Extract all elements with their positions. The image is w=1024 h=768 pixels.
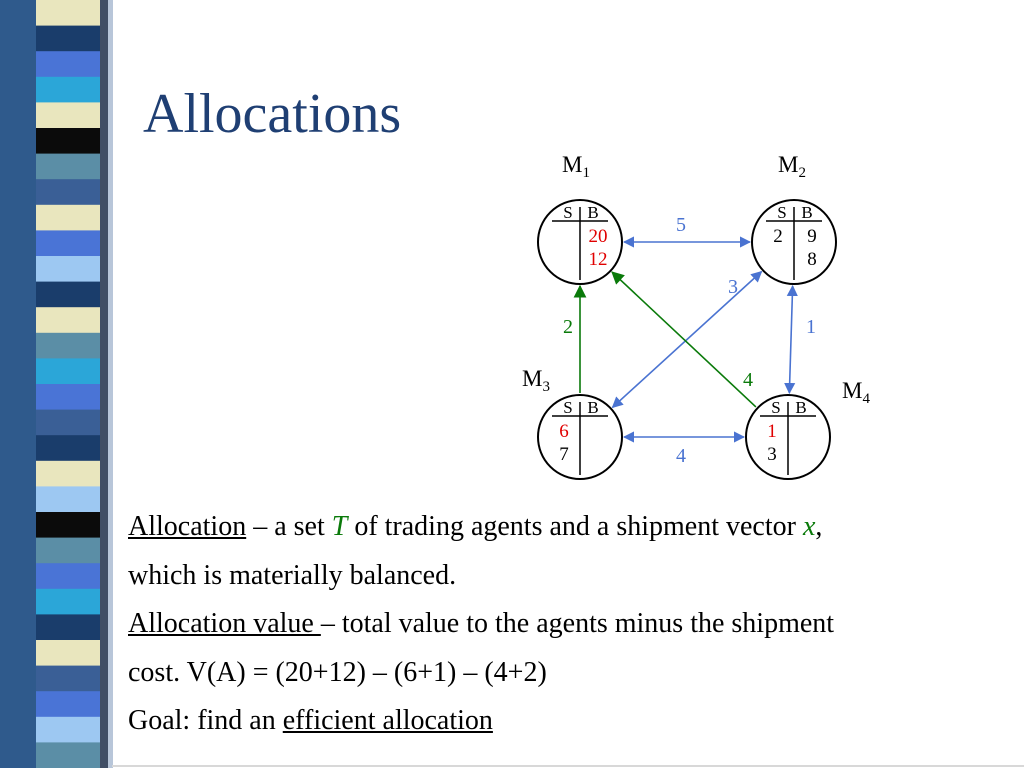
stripe-band [36,486,100,513]
node-label-m3: M3 [522,366,550,395]
seller-value: 6 [559,421,569,442]
allocation-value-formula: cost. V(A) = (20+12) – (6+1) – (4+2) [128,656,547,688]
seller-value: 7 [559,444,569,465]
buyer-column-header: B [587,398,598,417]
node-label-m2: M2 [778,152,806,181]
allocation-definition-line-1: Allocation – a set T of trading agents a… [128,511,823,542]
goal-line: Goal: find an efficient allocation [128,705,493,736]
stripe-band [36,179,100,206]
node-label-m1: M1 [562,152,590,181]
stripe-band [36,384,100,411]
stripe-band [36,0,100,27]
symbol-T: T [331,511,348,542]
stripe-band [36,102,100,129]
allocation-value-line-1: Allocation value – total value to the ag… [128,608,835,639]
seller-column-header: S [771,398,780,417]
edge-cost-label: 4 [743,369,753,391]
stripe-band [36,588,100,615]
stripe-band [36,614,100,641]
buyer-value: 8 [807,249,817,270]
stripe-band [36,640,100,667]
stripe-band [36,281,100,308]
edge-cost-label: 1 [806,316,816,338]
stripe-band [36,358,100,385]
bottom-divider [112,765,1024,767]
seller-value: 3 [767,444,777,465]
stripe-band [36,435,100,462]
term-allocation: Allocation [128,511,247,542]
stripe-band [36,204,100,231]
seller-value: 1 [767,421,777,442]
seller-value: 2 [773,226,783,247]
stripe-band [36,665,100,692]
stripe-band [36,716,100,743]
buyer-value: 20 [589,226,608,247]
slide-title: Allocations [143,83,402,145]
edge-cost-label: 3 [728,276,738,298]
stripe-band [36,537,100,564]
edge-m2-m4 [784,284,798,395]
stripe-band [36,128,100,155]
buyer-value: 12 [589,249,608,270]
buyer-column-header: B [795,398,806,417]
node-label-m4: M4 [842,378,870,407]
stripe-band [36,409,100,436]
seller-column-header: S [563,398,572,417]
stripe-band [36,742,100,768]
edge-m4-m1 [611,271,757,408]
stripe-band [36,307,100,334]
buyer-column-header: B [801,203,812,222]
term-allocation-value: Allocation value [128,608,321,639]
buyer-value: 9 [807,226,817,247]
stripe-band [36,691,100,718]
stripe-band [36,460,100,487]
stripe-band [36,51,100,78]
term-efficient-allocation: efficient allocation [282,705,493,736]
symbol-x: x [802,511,816,542]
stripe-band [36,230,100,257]
allocation-definition-line-2: which is materially balanced. [128,559,457,591]
seller-column-header: S [563,203,572,222]
edge-cost-label: 4 [676,445,686,467]
buyer-column-header: B [587,203,598,222]
slide-body: Allocation – a set T of trading agents a… [128,503,1008,746]
stripe-band [36,76,100,103]
edge-m2-m3 [611,270,763,409]
decorative-stripe [0,0,120,768]
stripe-band [36,563,100,590]
stripe-band [36,153,100,180]
edge-cost-label: 2 [563,316,573,338]
stripe-band [36,256,100,283]
stripe-band [36,332,100,359]
seller-column-header: S [777,203,786,222]
stripe-band [36,25,100,52]
stripe-band [36,512,100,539]
edge-cost-label: 5 [676,214,686,236]
